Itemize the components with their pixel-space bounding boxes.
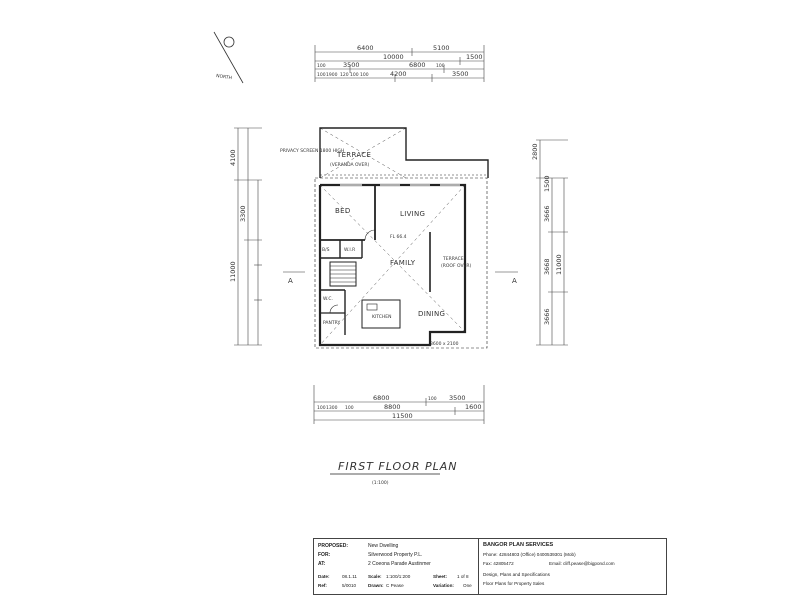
dim-top-small-2: 1900 — [326, 72, 338, 78]
privacy-screen-note: PRIVACY SCREEN 1800 HIGH — [280, 148, 344, 154]
room-bath: B/S — [322, 247, 330, 253]
dim-bottom-11500: 11500 — [392, 412, 413, 420]
top-dimensions — [314, 45, 485, 82]
for-value: Silverwood Property P.L. — [368, 552, 423, 558]
dim-bottom-small-2: 1300 — [326, 405, 338, 411]
dim-left-11000: 11000 — [229, 261, 237, 282]
bottom-dimensions — [313, 385, 485, 424]
room-terrace-2-sub: (ROOF OVER) — [441, 263, 471, 269]
dim-top-6400: 6400 — [357, 44, 374, 52]
dim-bottom-small-1: 100 — [317, 405, 326, 411]
dim-top-small-5: 100 — [360, 72, 369, 78]
svg-text:A: A — [288, 277, 293, 285]
dim-right-11000: 11000 — [555, 254, 563, 275]
company-name: BANGOR PLAN SERVICES — [483, 542, 554, 548]
dim-right-3666: 3666 — [543, 205, 551, 222]
svg-text:A: A — [512, 277, 517, 285]
at-value: 2 Coeona Parade Austinmer — [368, 561, 431, 567]
dim-top-10000: 10000 — [383, 53, 404, 61]
dim-right-3668: 3668 — [543, 258, 551, 275]
right-dimensions — [536, 139, 568, 346]
company-services-1: Design, Plans and Specifications — [483, 572, 550, 577]
company-fax: Fax: 42805472 — [483, 561, 514, 566]
north-label: NORTH — [216, 73, 233, 81]
section-marker-left: A — [283, 271, 305, 285]
company-email: Email: cliff.pease@bigpond.com — [549, 561, 615, 566]
dim-top-3500b: 3500 — [452, 70, 469, 78]
dim-bottom-8800: 8800 — [384, 403, 401, 411]
title-block: PROPOSED: New Dwelling FOR: Silverwood P… — [313, 538, 667, 595]
sheet-label: Sheet: — [433, 574, 448, 579]
dim-left-3300: 3300 — [239, 205, 247, 222]
dim-top-5100: 5100 — [433, 44, 450, 52]
room-terrace-2: TERRACE — [442, 256, 464, 262]
ref-value: 5/0010 — [342, 583, 357, 588]
room-bed: BED — [335, 207, 351, 215]
dim-right-1500: 1500 — [543, 175, 551, 192]
dim-top-small-7: 100 — [436, 63, 445, 69]
dim-top-3500: 3500 — [343, 61, 360, 69]
date-label: Date: — [318, 574, 330, 579]
dim-top-1500: 1500 — [466, 53, 483, 61]
room-pantry: PANTRY — [323, 320, 340, 326]
scale-value: 1:100/1:200 — [386, 574, 411, 579]
proposed-value: New Dwelling — [368, 543, 399, 549]
north-arrow-icon: NORTH — [213, 31, 244, 84]
title-block-company: BANGOR PLAN SERVICES Phone: 42844803 (Of… — [479, 539, 666, 594]
dim-right-3666b: 3666 — [543, 308, 551, 325]
room-wir: W.I.R — [344, 247, 355, 253]
variation-label: Variation: — [433, 583, 454, 588]
dim-bottom-100: 100 — [428, 396, 437, 402]
scale-label: Scale: — [368, 574, 382, 579]
opening-dimension: 3600 x 2100 — [430, 341, 459, 347]
dim-top-small-4: 100 — [350, 72, 359, 78]
room-wc: W.C. — [323, 296, 333, 302]
room-living: LIVING — [400, 210, 425, 218]
company-services-2: Floor Plans for Property Sales — [483, 581, 545, 586]
sheet-value: 1 of 8 — [457, 574, 469, 579]
title-block-project: PROPOSED: New Dwelling FOR: Silverwood P… — [314, 539, 479, 594]
room-family: FAMILY — [390, 259, 416, 267]
dim-top-small-6: 100 — [317, 63, 326, 69]
plan-scale: (1:100) — [372, 480, 389, 486]
left-dimensions — [234, 127, 262, 346]
room-terrace: TERRACE — [336, 151, 371, 159]
section-marker-right: A — [495, 271, 518, 285]
drawn-label: Drawn: — [368, 583, 384, 588]
room-kitchen: KITCHEN — [372, 314, 392, 320]
date-value: 08.1.11 — [342, 574, 357, 579]
drawn-value: C Pease — [386, 583, 404, 588]
company-phone: Phone: 42844803 (Office) 0400539301 (Mob… — [483, 552, 576, 557]
proposed-label: PROPOSED: — [318, 543, 349, 549]
dim-left-4100: 4100 — [229, 149, 237, 166]
plan-title: FIRST FLOOR PLAN — [338, 460, 458, 473]
dim-right-2800: 2800 — [531, 143, 539, 160]
building-walls — [314, 127, 489, 349]
dim-bottom-1600: 1600 — [465, 403, 482, 411]
dim-bottom-small-3: 100 — [345, 405, 354, 411]
for-label: FOR: — [318, 552, 331, 558]
dim-bottom-6800: 6800 — [373, 394, 390, 402]
floor-level: FL 66.4 — [390, 234, 407, 240]
variation-value: One — [463, 583, 472, 588]
dim-top-6800: 6800 — [409, 61, 426, 69]
dim-top-4200: 4200 — [390, 70, 407, 78]
ref-label: Ref: — [318, 583, 327, 588]
dim-bottom-3500: 3500 — [449, 394, 466, 402]
room-terrace-sub: (VERANDA OVER) — [330, 162, 369, 168]
room-dining: DINING — [418, 310, 445, 318]
dim-top-small-3: 120 — [340, 72, 349, 78]
dim-top-small-1: 100 — [317, 72, 326, 78]
at-label: AT: — [318, 561, 326, 567]
